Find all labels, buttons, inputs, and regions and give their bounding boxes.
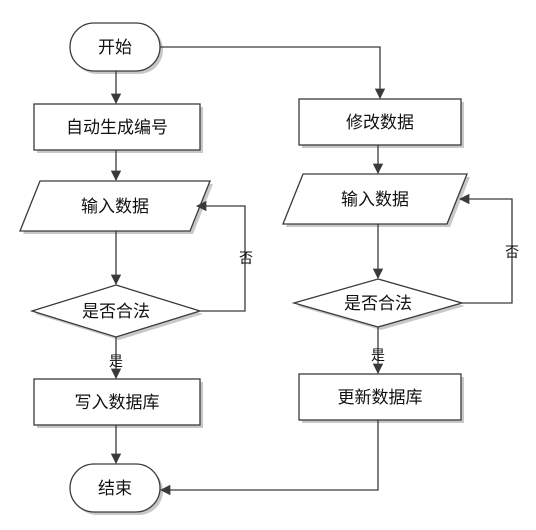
modify-label: 修改数据 bbox=[346, 113, 414, 133]
input-left-label: 输入数据 bbox=[81, 197, 149, 217]
yes-label-left: 是 bbox=[109, 354, 123, 370]
write-db-label: 写入数据库 bbox=[75, 393, 160, 413]
check-right-label: 是否合法 bbox=[344, 294, 412, 314]
input-right-label: 输入数据 bbox=[341, 190, 409, 210]
end-label: 结束 bbox=[98, 479, 132, 499]
start-label: 开始 bbox=[98, 38, 132, 58]
input-right-parallelogram bbox=[282, 173, 468, 225]
edge-check-no-loop-right bbox=[458, 193, 513, 304]
edge-check-no-loop-left bbox=[195, 200, 246, 312]
edge-update-to-end bbox=[159, 420, 379, 496]
update-db-label: 更新数据库 bbox=[338, 388, 423, 408]
write-db-process bbox=[33, 378, 201, 426]
no-label-left: 否 bbox=[239, 251, 253, 267]
no-label-right: 否 bbox=[505, 245, 519, 261]
input-left-parallelogram bbox=[19, 180, 211, 232]
update-db-process bbox=[298, 373, 462, 421]
auto-number-label: 自动生成编号 bbox=[66, 118, 168, 138]
check-left-label: 是否合法 bbox=[82, 302, 150, 322]
edge-start-to-modify bbox=[160, 46, 386, 100]
yes-label-right: 是 bbox=[371, 348, 385, 364]
